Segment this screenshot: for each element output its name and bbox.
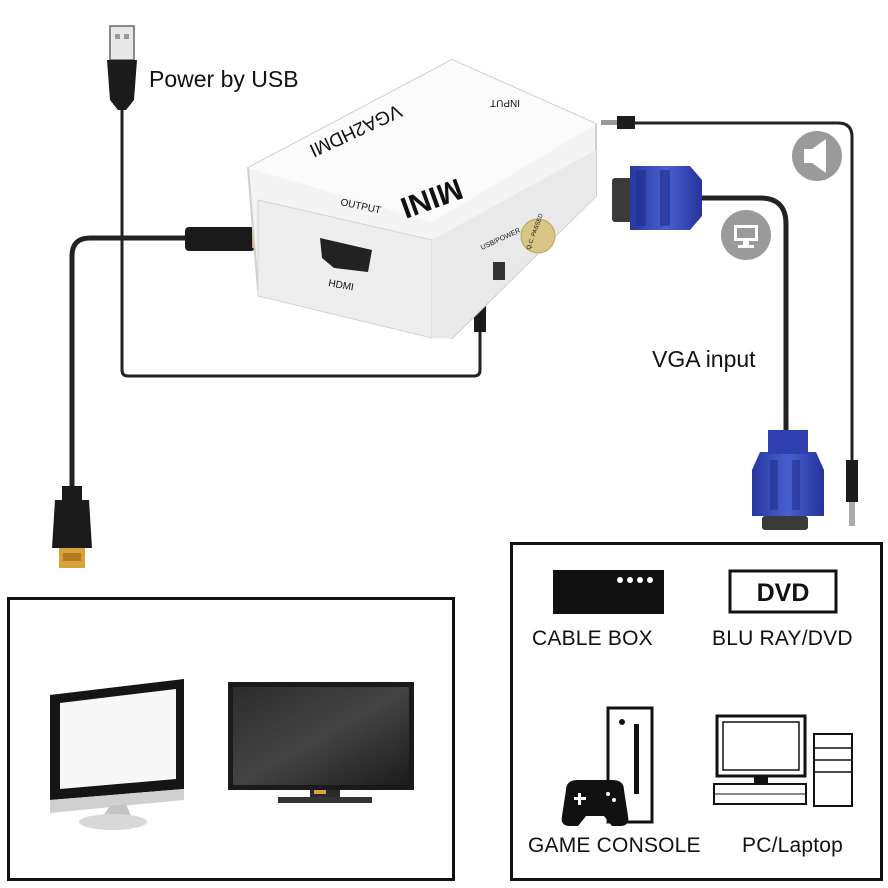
input-label: INPUT	[490, 97, 520, 108]
source-panel	[510, 542, 883, 881]
hdmi-plug-icon	[52, 227, 264, 568]
cable-box-label: CABLE BOX	[532, 627, 653, 651]
hdmi-cable	[72, 238, 190, 488]
speaker-icon	[792, 131, 842, 181]
display-panel	[7, 597, 455, 881]
power-by-usb-label: Power by USB	[149, 66, 299, 93]
game-console-label: GAME CONSOLE	[528, 834, 701, 858]
pc-laptop-label: PC/Laptop	[742, 834, 843, 858]
usb-plug-icon	[107, 26, 137, 110]
usb-port	[493, 262, 505, 280]
vga-input-label: VGA input	[652, 346, 756, 373]
blu-ray-label: BLU RAY/DVD	[712, 627, 853, 651]
monitor-icon	[721, 210, 771, 260]
